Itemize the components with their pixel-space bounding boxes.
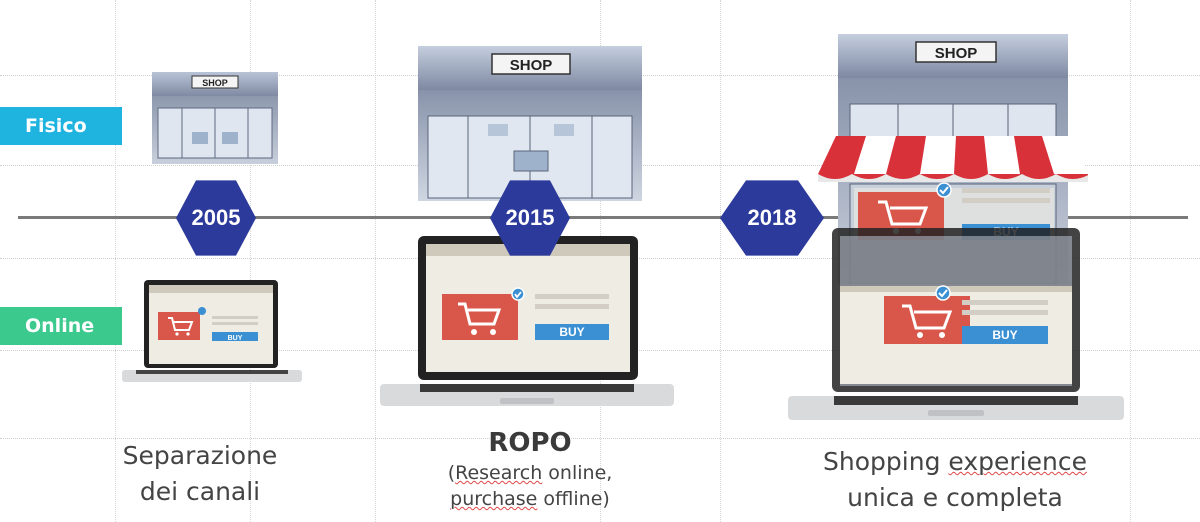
milestone-hexagon: 2015 — [490, 178, 570, 258]
caption-ropo: ROPO (Research online, purchase offline) — [420, 426, 640, 512]
timeline-axis — [18, 216, 1188, 219]
milestone-year: 2015 — [505, 205, 555, 230]
grid-line — [1130, 0, 1131, 522]
caption-shopping-experience: Shopping experience unica e completa — [800, 444, 1110, 516]
laptop-small: BUY — [122, 280, 302, 382]
laptop-large: BUY — [788, 228, 1124, 420]
caption-text: purchase — [450, 488, 538, 510]
caption-line: unica e completa — [847, 483, 1063, 512]
caption-text: online, — [542, 462, 613, 484]
grid-line — [115, 0, 116, 522]
buy-label: BUY — [992, 328, 1017, 342]
caption-line: Shopping experience — [800, 444, 1110, 480]
caption-text: Research — [455, 462, 543, 484]
caption-text: offline) — [537, 488, 610, 510]
caption-separazione: Separazione dei canali — [100, 438, 300, 510]
shop-sign: SHOP — [510, 57, 553, 74]
caption-text: Shopping — [823, 447, 949, 476]
buy-label: BUY — [228, 335, 243, 342]
row-label-fisico: Fisico — [0, 107, 122, 145]
grid-line — [250, 0, 251, 522]
grid-line — [720, 0, 721, 522]
buy-label: BUY — [559, 325, 584, 339]
milestone-hexagon: 2005 — [176, 178, 256, 258]
grid-line — [375, 0, 376, 522]
caption-text: ( — [447, 462, 456, 484]
caption-text: experience — [948, 447, 1087, 476]
caption-line: purchase offline) — [420, 486, 640, 512]
milestone-hexagon: 2018 — [720, 178, 824, 258]
caption-line: Separazione — [122, 441, 278, 470]
shop-awning — [818, 136, 1088, 182]
caption-title: ROPO — [488, 428, 572, 458]
shop-sign: SHOP — [935, 45, 978, 62]
row-label-online: Online — [0, 307, 122, 345]
milestone-year: 2018 — [747, 205, 797, 230]
shop-sign: SHOP — [202, 78, 228, 88]
shop-building-small: SHOP — [152, 72, 278, 164]
caption-line: dei canali — [139, 477, 261, 506]
laptop-medium: BUY — [380, 236, 674, 406]
caption-line: (Research online, — [420, 460, 640, 486]
milestone-year: 2005 — [191, 205, 241, 230]
